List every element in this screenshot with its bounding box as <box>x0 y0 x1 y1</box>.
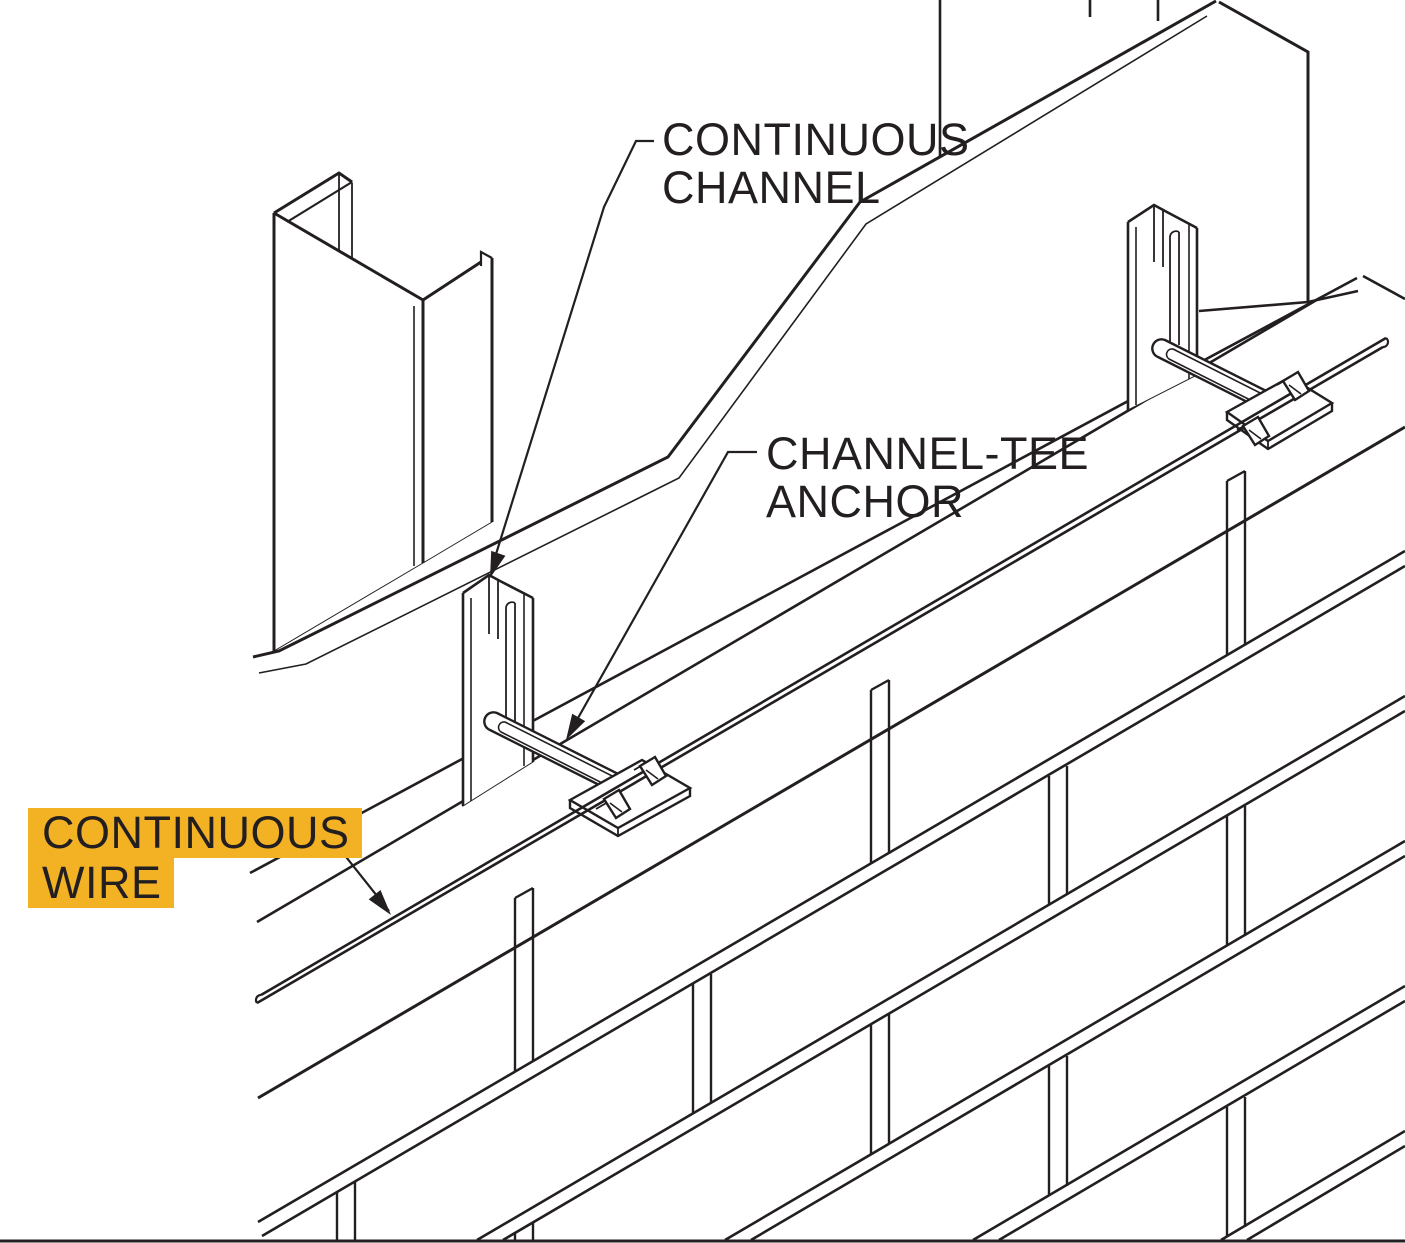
furring-channel-right <box>1126 203 1199 411</box>
continuous-wire <box>254 336 1390 1005</box>
head-joints-lower-rows <box>335 766 1247 1240</box>
backup-wall <box>252 0 1359 674</box>
channel-tee-anchor-leader <box>566 450 757 740</box>
arrowhead-icon <box>566 713 586 740</box>
continuous-channel-label-line2: CHANNEL <box>662 162 881 213</box>
arrowhead-icon <box>490 550 506 578</box>
wire-grip-tabs <box>602 370 1311 820</box>
head-joints-row1 <box>513 469 1247 1072</box>
channel-tee-anchor-label-line1: CHANNEL-TEE <box>766 428 1090 479</box>
continuous-channel-label-line1: CONTINUOUS <box>662 114 970 165</box>
steel-stud <box>272 171 494 652</box>
continuous-wire-label-line1: CONTINUOUS <box>28 808 362 858</box>
channel-tee-anchor-label: CHANNEL-TEE ANCHOR <box>766 430 1089 526</box>
continuous-wire-label: CONTINUOUS WIRE <box>28 808 362 908</box>
arrowhead-icon <box>368 890 391 915</box>
continuous-wire-label-line2: WIRE <box>28 858 174 908</box>
furring-channel-center <box>461 573 535 807</box>
brick-veneer <box>257 425 1405 1242</box>
continuous-channel-label: CONTINUOUS CHANNEL <box>662 116 970 212</box>
channel-tee-anchor-label-line2: ANCHOR <box>766 476 965 527</box>
continuous-channel-leader <box>490 139 654 578</box>
